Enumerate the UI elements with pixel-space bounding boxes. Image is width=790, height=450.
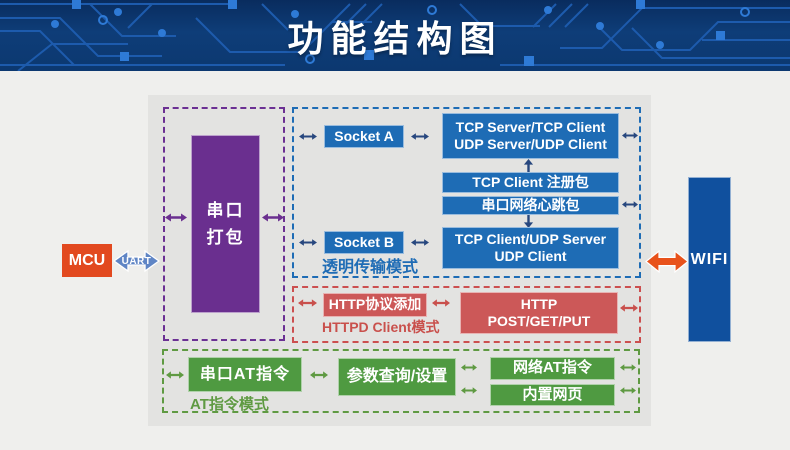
tcp-top-line1: TCP Server/TCP Client <box>455 118 606 135</box>
double-arrow-icon <box>262 212 284 223</box>
network-at-command-box: 网络AT指令 <box>490 357 615 380</box>
tcp-register-packet-box: TCP Client 注册包 <box>442 172 619 193</box>
transparent-mode-label: 透明传输模式 <box>322 259 419 276</box>
serial-at-command-box: 串口AT指令 <box>188 357 302 392</box>
double-arrow-icon <box>299 238 317 247</box>
header-banner: 功能结构图 <box>0 0 790 71</box>
heartbeat-packet-box: 串口网络心跳包 <box>442 196 619 215</box>
serial-pack-box: 串口 打包 <box>191 135 260 313</box>
double-arrow-icon <box>620 303 638 313</box>
double-arrow-icon <box>622 200 638 209</box>
double-arrow-icon <box>298 298 317 308</box>
socket-a-box: Socket A <box>324 125 404 148</box>
wifi-box: WIFI <box>688 177 731 342</box>
up-arrow-icon <box>523 159 534 172</box>
serial-pack-section <box>163 107 285 341</box>
tcp-bottom-line2: UDP Client <box>494 248 567 264</box>
httpd-client-mode-label: HTTPD Client模式 <box>322 319 440 335</box>
tcp-client-udp-server-box: TCP Client/UDP Server UDP Client <box>442 227 619 269</box>
serial-pack-line1: 串口 <box>206 200 245 220</box>
httpd-client-section <box>292 286 641 343</box>
uart-label: UART <box>121 255 152 267</box>
tcp-bottom-line1: TCP Client/UDP Server <box>454 230 607 247</box>
http-post-get-put-box: HTTP POST/GET/PUT <box>460 292 618 334</box>
double-arrow-icon <box>299 132 317 141</box>
http-protocol-add-box: HTTP协议添加 <box>323 293 427 317</box>
uart-double-arrow-icon: UART <box>113 248 160 274</box>
builtin-webpage-box: 内置网页 <box>490 384 615 406</box>
double-arrow-icon <box>461 386 477 395</box>
mcu-box: MCU <box>62 244 112 277</box>
double-arrow-icon <box>620 363 636 372</box>
param-query-set-box: 参数查询/设置 <box>338 358 456 396</box>
page-title: 功能结构图 <box>287 17 503 59</box>
wifi-double-arrow-icon <box>645 248 689 275</box>
socket-b-box: Socket B <box>324 231 404 254</box>
http-post-line2: POST/GET/PUT <box>487 313 591 329</box>
http-post-line1: HTTP <box>520 295 558 312</box>
double-arrow-icon <box>411 238 429 247</box>
double-arrow-icon <box>620 386 636 395</box>
transparent-mode-section <box>292 107 641 278</box>
double-arrow-icon <box>432 298 450 308</box>
double-arrow-icon <box>622 131 638 140</box>
double-arrow-icon <box>461 363 477 372</box>
serial-pack-line2: 打包 <box>206 228 245 247</box>
double-arrow-icon <box>411 132 429 141</box>
tcp-server-client-box: TCP Server/TCP Client UDP Server/UDP Cli… <box>442 113 619 159</box>
double-arrow-icon <box>165 212 187 223</box>
tcp-top-line2: UDP Server/UDP Client <box>454 136 607 152</box>
double-arrow-icon <box>310 370 328 380</box>
at-mode-label: AT指令模式 <box>190 396 269 413</box>
circuit-pattern-icon <box>0 0 790 71</box>
at-mode-section <box>162 349 640 413</box>
double-arrow-icon <box>166 370 184 380</box>
